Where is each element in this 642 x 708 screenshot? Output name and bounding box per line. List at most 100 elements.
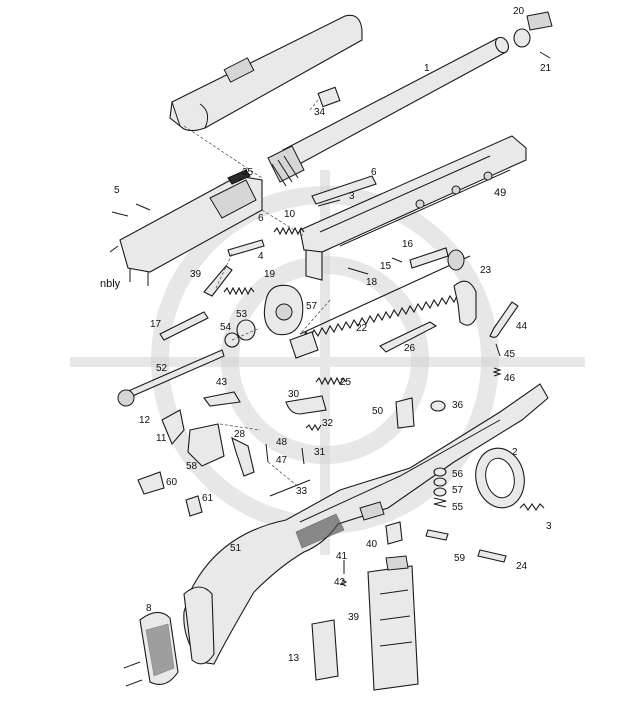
part-lever-39 [203,265,233,297]
part-front-sight-block [309,86,341,111]
part-firing-pin-3 [317,199,341,207]
part-block-40 [385,521,403,545]
part-follower-13 [311,619,339,681]
label-part-2: 2 [512,447,518,458]
part-stock-51 [183,383,549,665]
part-disconnector-28 [231,436,255,477]
label-part-54: 54 [220,322,232,333]
part-screw-3 [519,503,545,511]
label-part-28: 28 [234,429,246,440]
label-part-51: 51 [230,543,242,554]
label-part-57-buffer: 57 [306,301,318,312]
part-bolt-59 [425,529,449,541]
label-part-24: 24 [516,561,528,572]
part-pin-61 [185,495,203,517]
label-part-19: 19 [264,269,276,280]
label-part-47: 47 [276,455,288,466]
part-stack-55-57 [433,467,447,508]
part-buffer-57 [263,284,304,336]
label-part-33: 33 [296,486,308,497]
part-trigger-guard-2 [475,447,525,509]
part-recoil-spring-22 [289,249,471,359]
part-link-30 [285,395,327,415]
part-receiver [109,169,263,286]
label-part-26: 26 [404,343,416,354]
label-part-43: 43 [216,377,228,388]
label-part-31: 31 [314,447,326,458]
label-part-59: 59 [454,553,466,564]
part-barrel [267,36,510,187]
part-buttplate-8 [139,611,179,685]
part-pin-31 [301,447,305,465]
label-part-18: 18 [366,277,378,288]
part-sear-44 [489,301,519,338]
label-part-30: 30 [288,389,300,400]
part-safety-50 [395,397,415,429]
label-part-10: 10 [284,209,296,220]
label-part-52: 52 [156,363,168,374]
label-part-12: 12 [139,415,151,426]
part-screw-24 [477,549,507,563]
label-part-4: 4 [258,251,264,262]
part-muzzle-nut [513,11,553,59]
part-screws-buttplate [123,661,143,687]
part-barrel-shroud [169,14,363,132]
label-part-56: 56 [452,469,464,480]
label-part-60: 60 [166,477,178,488]
label-part-58: 58 [186,461,198,472]
label-part-40: 40 [366,539,378,550]
part-spring-46 [492,367,502,377]
label-part-16: 16 [402,239,414,250]
label-part-42: 42 [334,577,346,588]
label-part-36: 36 [452,400,464,411]
label-part-41: 41 [336,551,348,562]
part-pins-5 [111,203,151,217]
part-pin-45 [495,343,501,357]
label-part-55: 55 [452,502,464,513]
label-part-32: 32 [322,418,334,429]
label-part-45: 45 [504,349,516,360]
label-part-6-pin: 6 [258,213,264,224]
part-rod-33 [269,479,311,497]
part-washer-36 [430,400,446,412]
label-part-39-lever: 39 [190,269,202,280]
part-magazine-39 [367,555,419,691]
label-part-49: 49 [494,187,507,199]
label-part-57-stack: 57 [452,485,464,496]
part-buttplate-adapter [183,586,215,665]
label-part-5: 5 [114,185,120,196]
part-spring-10 [273,226,305,236]
part-spring-32 [305,423,322,432]
label-part-46: 46 [504,373,516,384]
part-spring-19 [223,286,255,296]
part-washer-53 [236,319,256,341]
part-spring-60 [137,471,165,495]
label-part-17: 17 [150,319,162,330]
part-lever-26 [379,321,438,353]
part-pins-47-48 [265,443,269,463]
part-lever-43 [203,391,241,407]
label-part-13: 13 [288,653,300,664]
label-assembly-fragment: nbly [100,278,121,290]
label-part-34: 34 [314,107,326,118]
label-part-8: 8 [146,603,152,614]
label-part-61: 61 [202,493,214,504]
label-part-11: 11 [156,433,167,444]
part-slide-frame [299,135,527,281]
label-part-50: 50 [372,406,384,417]
part-pin-15 [391,257,403,263]
label-part-25: 25 [340,377,352,388]
label-part-35: 35 [242,167,254,178]
part-takedown-rod-52 [117,349,225,407]
part-spring-25 [315,376,347,386]
label-part-1: 1 [424,63,430,74]
label-part-53: 53 [236,309,248,320]
label-part-44: 44 [516,321,528,332]
label-part-3-pin: 3 [349,191,355,202]
label-part-23: 23 [480,265,492,276]
label-part-22: 22 [356,323,368,334]
part-rod-17 [159,311,209,341]
label-part-21: 21 [540,63,552,74]
part-hammer-23 [453,280,477,326]
